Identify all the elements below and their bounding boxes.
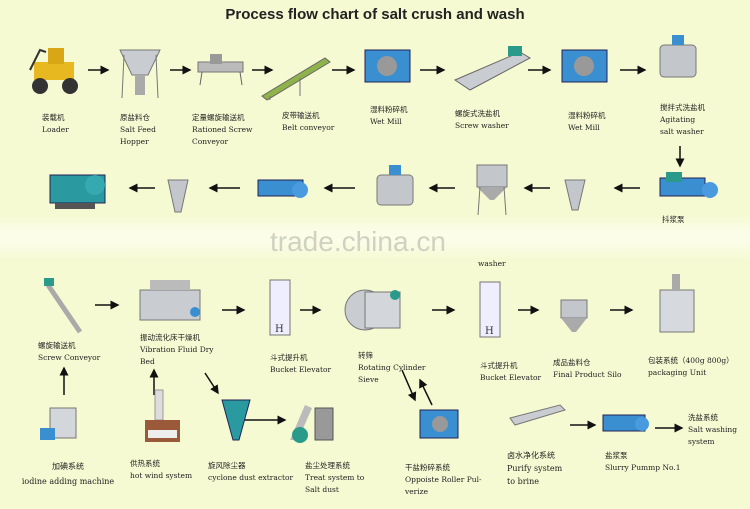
label-washer: washer <box>478 259 506 268</box>
packaging-unit-icon <box>659 274 695 333</box>
roller-pulverizer-icon <box>419 409 459 439</box>
iodine-machine-icon <box>40 407 77 440</box>
pump-icon <box>257 179 308 198</box>
hot-wind-icon <box>145 389 180 442</box>
cyclone-extractor-icon <box>221 399 251 441</box>
label-slurry-pump-partial: 抖浆泵 <box>662 215 685 224</box>
wet-mill-icon <box>561 49 608 83</box>
tank-icon <box>376 165 414 206</box>
row1-arrows <box>88 65 685 168</box>
cyclone-icon <box>564 179 586 211</box>
hopper-icon <box>119 49 161 99</box>
slurry-pump-icon <box>659 172 718 198</box>
silo-icon <box>476 164 508 216</box>
dust-treat-icon <box>290 405 334 443</box>
svg-text:H: H <box>485 326 494 337</box>
screw-conveyor-icon <box>44 278 83 334</box>
screw-washer-icon <box>453 46 532 91</box>
product-silo-icon <box>560 299 588 332</box>
slurry-pump-icon <box>602 414 649 432</box>
wet-mill-icon <box>364 49 411 83</box>
bucket-elevator-icon: H <box>479 281 501 338</box>
cyclone-icon <box>167 179 189 213</box>
agitating-washer-icon <box>659 35 697 78</box>
blurred-band <box>0 215 750 260</box>
chart-title: Process flow chart of salt crush and was… <box>225 6 525 23</box>
rotating-sieve-icon <box>344 289 401 331</box>
watermark: trade.china.cn <box>270 226 446 257</box>
svg-text:H: H <box>275 324 284 335</box>
label-packaging-unit: 包装系统（400g 800g）packaging Unit <box>648 356 734 377</box>
centrifuge-icon <box>49 174 106 209</box>
screw-conveyor-icon <box>197 54 244 86</box>
belt-conveyor-icon <box>261 57 331 101</box>
bucket-elevator-icon: H <box>269 279 291 336</box>
fluid-bed-dryer-icon <box>139 280 201 321</box>
loader-icon <box>29 48 78 94</box>
brine-purify-icon <box>509 404 566 426</box>
